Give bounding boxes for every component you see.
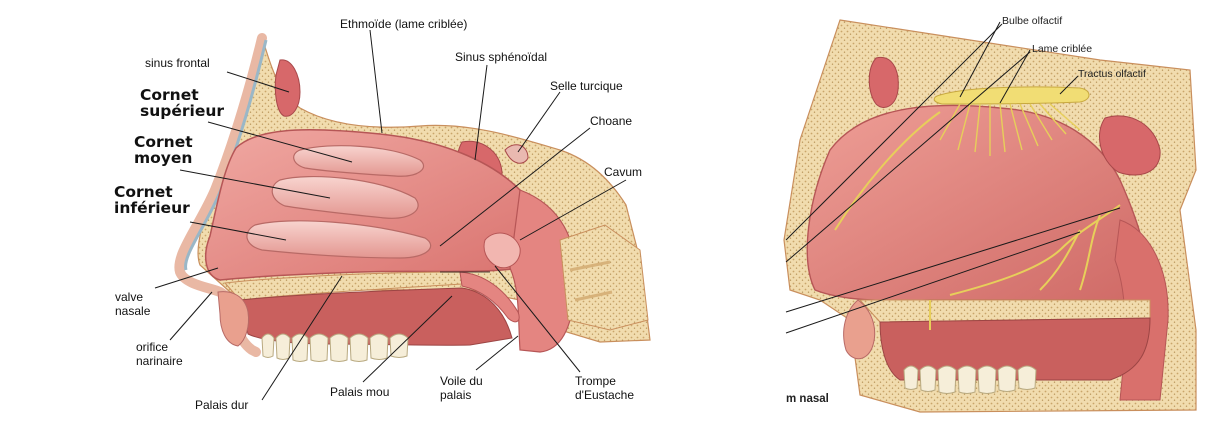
label-trompe-eustache: Trompe d'Eustache <box>575 374 634 402</box>
label-voile-du-palais: Voile du palais <box>440 374 483 402</box>
label-caption-fragment: m nasal <box>786 392 829 406</box>
label-bulbe-olfactif: Bulbe olfactif <box>1002 14 1062 28</box>
label-lame-criblee: Lame criblée <box>1032 42 1092 56</box>
label-orifice-narinaire: orifice narinaire <box>136 340 183 368</box>
label-sinus-sphenoidal: Sinus sphénoïdal <box>455 50 547 64</box>
label-cornet-superieur: Cornet supérieur <box>140 87 224 119</box>
label-selle-turcique: Selle turcique <box>550 79 623 93</box>
label-palais-mou: Palais mou <box>330 385 389 399</box>
right-sagittal-section <box>784 0 1196 412</box>
label-cornet-moyen: Cornet moyen <box>134 134 193 166</box>
label-valve-nasale: valve nasale <box>115 290 150 318</box>
label-cavum: Cavum <box>604 165 642 179</box>
frontal-sinus <box>275 60 300 116</box>
label-choane: Choane <box>590 114 632 128</box>
label-sinus-frontal: sinus frontal <box>145 56 210 70</box>
label-ethmoide: Ethmoïde (lame criblée) <box>340 17 467 31</box>
right-frontal-sinus <box>869 57 898 107</box>
teeth <box>262 334 408 362</box>
label-tractus-olfactif: Tractus olfactif <box>1078 67 1146 81</box>
label-palais-dur: Palais dur <box>195 398 248 412</box>
label-cornet-inferieur: Cornet inférieur <box>114 184 190 216</box>
